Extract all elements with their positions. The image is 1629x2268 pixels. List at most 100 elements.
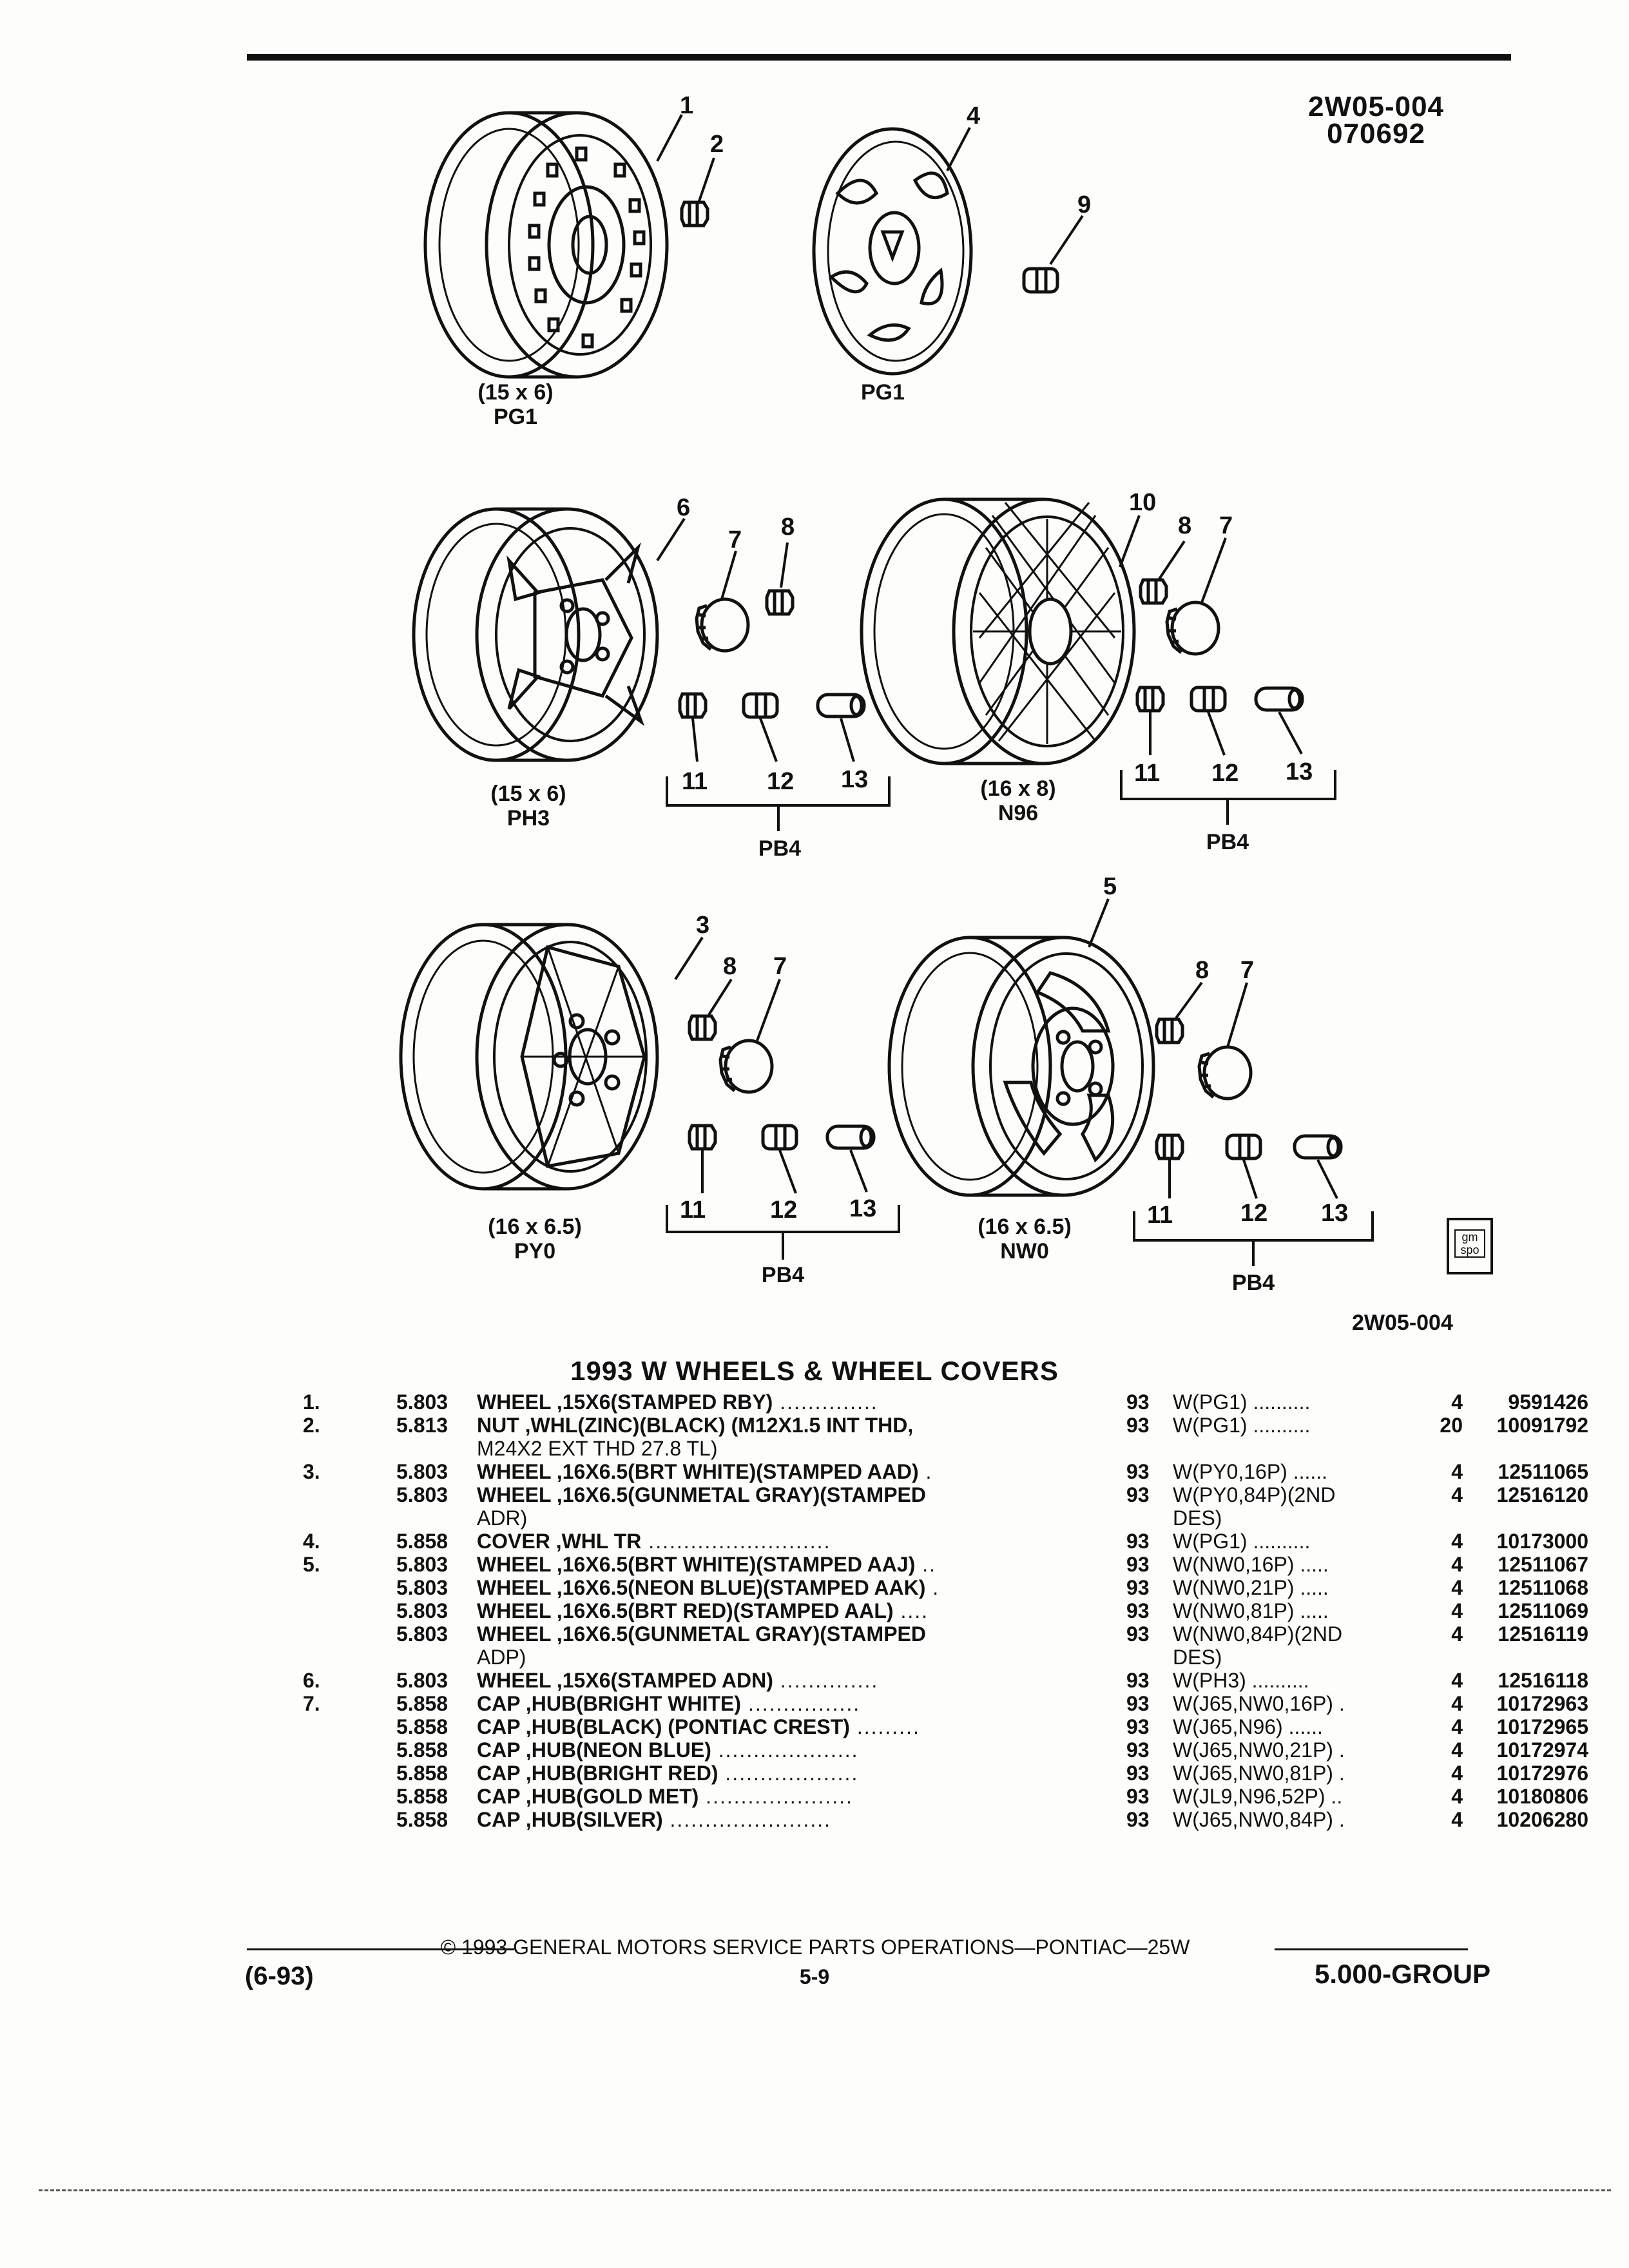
quantity: 4 [1418, 1762, 1463, 1785]
part-number-text: 10173000 [1496, 1530, 1588, 1553]
part-number: 10173000 [1463, 1530, 1588, 1553]
quantity-text: 4 [1451, 1669, 1463, 1692]
illustration-date-code: 070692 [1327, 118, 1425, 149]
usage-code-text: W(NW0,21P) ..... [1173, 1576, 1329, 1599]
wheel-size: (16 x 6.5) [488, 1215, 582, 1239]
part-description-text: WHEEL ,16X6.5(BRT RED)(STAMPED AAL) [477, 1599, 894, 1622]
reference-number: 1. [303, 1390, 396, 1414]
model-year-text: 93 [1126, 1576, 1150, 1599]
reference-number-text: 1. [303, 1390, 320, 1414]
usage-code-continued: DES) [1173, 1646, 1222, 1669]
part-11-lug-nut [1157, 1135, 1182, 1158]
part-number: 9591426 [1463, 1390, 1588, 1414]
model-year-text: 93 [1126, 1530, 1150, 1553]
callout: 8 [1178, 512, 1191, 539]
callout: 13 [1286, 758, 1313, 785]
group-number-text: 5.803 [396, 1622, 448, 1646]
part-description: WHEEL ,16X6.5(BRT RED)(STAMPED AAL) .... [477, 1599, 1126, 1622]
model-year-text: 93 [1126, 1692, 1150, 1715]
model-year: 93 [1126, 1669, 1173, 1692]
part-12-lock-nut [1191, 687, 1225, 711]
part-description-continued: ADP) [477, 1646, 526, 1669]
wheel-6-15x6 [412, 507, 659, 762]
quantity: 4 [1418, 1669, 1463, 1692]
part-description-text: WHEEL ,15X6(STAMPED ADN) [477, 1669, 773, 1692]
part-number: 12516120 [1463, 1483, 1588, 1530]
quantity-text: 20 [1440, 1414, 1463, 1437]
group-number: 5.858 [396, 1692, 477, 1715]
reference-number [303, 1738, 396, 1762]
callout: 9 [1077, 191, 1091, 218]
part-description-text: WHEEL ,16X6.5(NEON BLUE)(STAMPED AAK) [477, 1576, 926, 1599]
part-description-text: WHEEL ,16X6.5(GUNMETAL GRAY)(STAMPED [477, 1622, 926, 1646]
reference-number [303, 1715, 396, 1738]
leader-dots: .................... [711, 1738, 859, 1762]
wheel-label-3: (15 x 6) PH3 [464, 782, 593, 831]
callout: 11 [1134, 760, 1160, 787]
usage-code: W(PG1) .......... [1173, 1390, 1418, 1414]
quantity-text: 4 [1451, 1553, 1463, 1576]
usage-code-text: W(PG1) .......... [1173, 1390, 1311, 1414]
model-year: 93 [1126, 1390, 1173, 1414]
part-description: WHEEL ,15X6(STAMPED RBY) .............. [477, 1390, 1126, 1414]
quantity-text: 4 [1451, 1622, 1463, 1646]
quantity-text: 4 [1451, 1785, 1463, 1808]
reference-number-text: 4. [303, 1530, 320, 1553]
wheel-label-6: (16 x 6.5) NW0 [954, 1215, 1095, 1264]
part-description-text: WHEEL ,16X6.5(BRT WHITE)(STAMPED AAJ) [477, 1553, 916, 1576]
wheel-label-5: (16 x 6.5) PY0 [464, 1215, 606, 1264]
part-7-hub-cap [697, 599, 748, 651]
usage-code-text: W(PH3) .......... [1173, 1669, 1309, 1692]
wheel-5-16x6.5 [887, 936, 1155, 1197]
wheel-size: (15 x 6) [477, 380, 554, 405]
footer-group: 5.000-GROUP [1315, 1959, 1491, 1989]
part-number-text: 10172963 [1496, 1692, 1588, 1715]
group-number-text: 5.858 [396, 1808, 448, 1831]
part-13-key [827, 1126, 874, 1148]
footer-copyright: © 1993 GENERAL MOTORS SERVICE PARTS OPER… [430, 1936, 1200, 1959]
reference-number [303, 1785, 396, 1808]
quantity: 4 [1418, 1530, 1463, 1553]
model-year: 93 [1126, 1553, 1173, 1576]
group-number-text: 5.803 [396, 1553, 448, 1576]
part-description: WHEEL ,16X6.5(BRT WHITE)(STAMPED AAJ) .. [477, 1553, 1126, 1576]
quantity-text: 4 [1451, 1530, 1463, 1553]
part-description-text: WHEEL ,16X6.5(BRT WHITE)(STAMPED AAD) [477, 1460, 919, 1483]
part-number-text: 12516118 [1498, 1669, 1588, 1692]
quantity-text: 4 [1451, 1576, 1463, 1599]
quantity: 20 [1418, 1414, 1463, 1460]
quantity-text: 4 [1451, 1460, 1463, 1483]
part-description: COVER ,WHL TR .......................... [477, 1530, 1126, 1553]
part-description: CAP ,HUB(BRIGHT WHITE) ................ [477, 1692, 1126, 1715]
callout: 11 [1147, 1202, 1173, 1229]
footer-page-number: 5-9 [799, 1965, 830, 1988]
section-title: 1993 W WHEELS & WHEEL COVERS [570, 1356, 1059, 1386]
part-number: 10172976 [1463, 1762, 1588, 1785]
gm-spo-badge: gm spo [1447, 1218, 1493, 1274]
part-number-text: 10206280 [1496, 1808, 1588, 1831]
leader-dots: ....................... [662, 1808, 831, 1831]
leader-dots: .. [915, 1553, 937, 1576]
part-description: CAP ,HUB(NEON BLUE) .................... [477, 1738, 1126, 1762]
part-description-text: CAP ,HUB(GOLD MET) [477, 1785, 699, 1808]
exploded-wheel-diagram: 1 2 4 9 6 7 8 10 8 7 11 12 13 11 12 13 3… [399, 92, 1374, 1266]
wheel-label-4: (16 x 8) N96 [954, 776, 1083, 825]
reference-number [303, 1622, 396, 1669]
reference-number [303, 1483, 396, 1530]
part-description: NUT ,WHL(ZINC)(BLACK) (M12X1.5 INT THD,M… [477, 1414, 1126, 1460]
leader-dots: .............. [773, 1669, 879, 1692]
quantity: 4 [1418, 1576, 1463, 1599]
usage-code-text: W(J65,NW0,16P) . [1173, 1692, 1345, 1715]
part-number: 12511068 [1463, 1576, 1588, 1599]
model-year-text: 93 [1126, 1762, 1150, 1785]
reference-number: 5. [303, 1553, 396, 1576]
quantity-text: 4 [1451, 1483, 1463, 1506]
model-year: 93 [1126, 1622, 1173, 1669]
